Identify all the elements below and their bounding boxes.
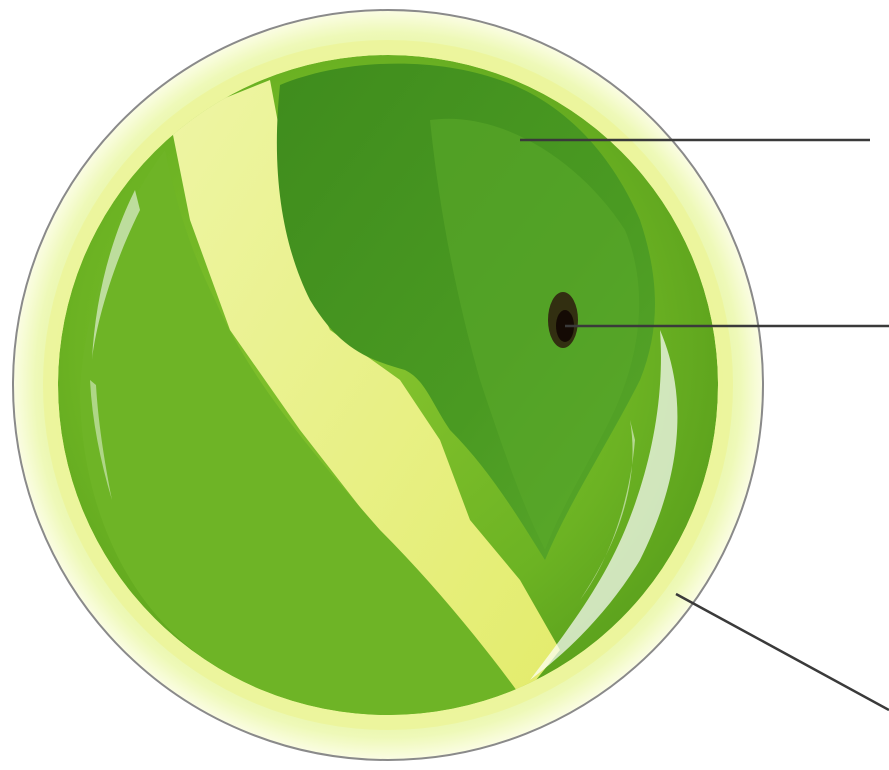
cytoplasm [58,55,718,716]
leader-line-cell-wall [676,594,889,710]
